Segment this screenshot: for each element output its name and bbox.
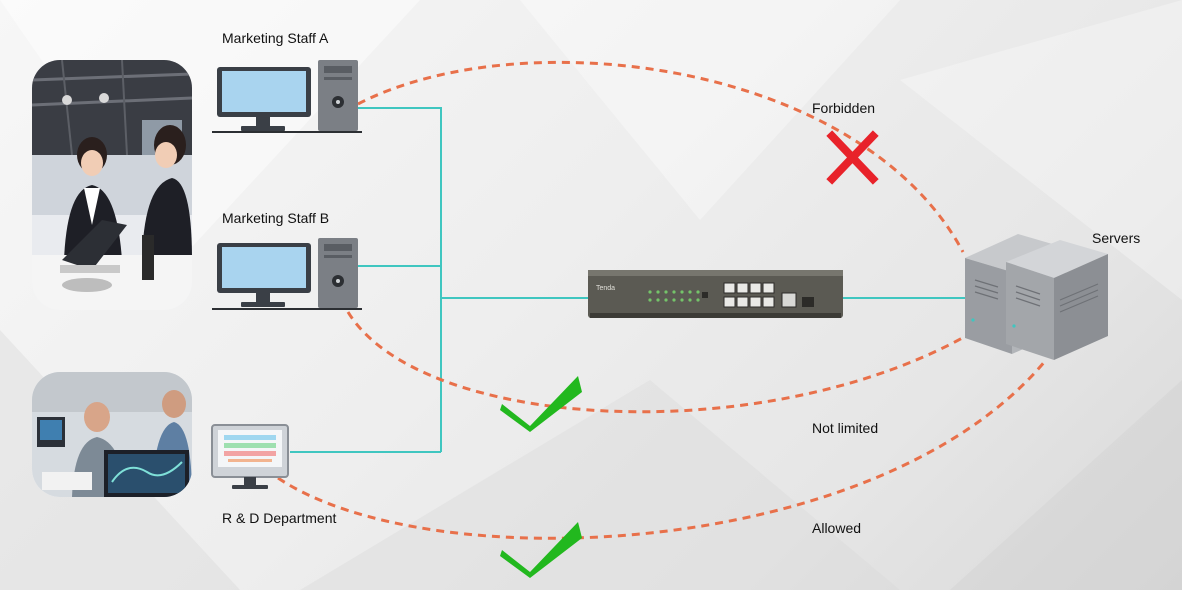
path-staff-b-to-servers	[346, 311, 967, 414]
network-switch	[588, 270, 843, 318]
servers-icon	[965, 234, 1108, 360]
cables	[290, 107, 968, 453]
label-servers: Servers	[1092, 230, 1141, 246]
office-staff-photo	[32, 60, 192, 310]
cross-icon	[826, 130, 879, 185]
label-marketing-staff-a: Marketing Staff A	[222, 30, 329, 46]
label-rnd-department: R & D Department	[222, 510, 337, 526]
label-marketing-staff-b: Marketing Staff B	[222, 210, 330, 226]
computer-staff-b	[212, 238, 362, 310]
path-rnd-to-servers	[277, 359, 1048, 540]
cable-staff-a	[358, 107, 442, 452]
rnd-engineers-photo	[32, 372, 192, 497]
check-icon	[500, 376, 582, 432]
computer-staff-a	[212, 60, 362, 133]
path-staff-a-to-servers	[357, 60, 965, 253]
check-icon	[500, 522, 582, 578]
switch-brand-text: Tenda	[596, 285, 615, 292]
label-not-limited: Not limited	[812, 420, 879, 436]
label-forbidden: Forbidden	[812, 100, 876, 116]
computer-rnd	[211, 424, 289, 489]
label-allowed: Allowed	[812, 520, 862, 536]
